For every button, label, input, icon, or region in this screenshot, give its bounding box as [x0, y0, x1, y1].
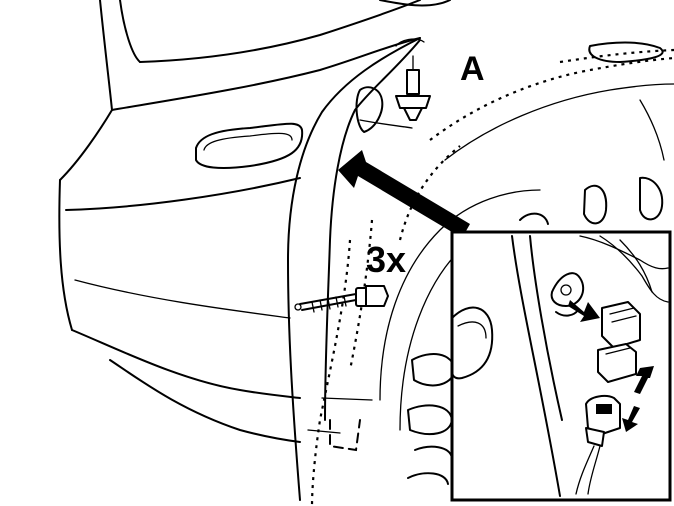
quantity-label: 3x [366, 239, 406, 280]
inset-detail [450, 230, 672, 502]
connector-icon [575, 301, 641, 495]
screw-a-icon [359, 38, 431, 129]
tire [379, 41, 674, 485]
wheel-arch-liner [287, 37, 421, 506]
side-screw-icon [294, 285, 389, 313]
body-panel [58, 0, 451, 443]
double-arrow-icon [622, 366, 654, 432]
inset-frame [450, 230, 672, 502]
main-arrow-icon [338, 150, 470, 238]
screw-callout-label: A [460, 50, 485, 88]
